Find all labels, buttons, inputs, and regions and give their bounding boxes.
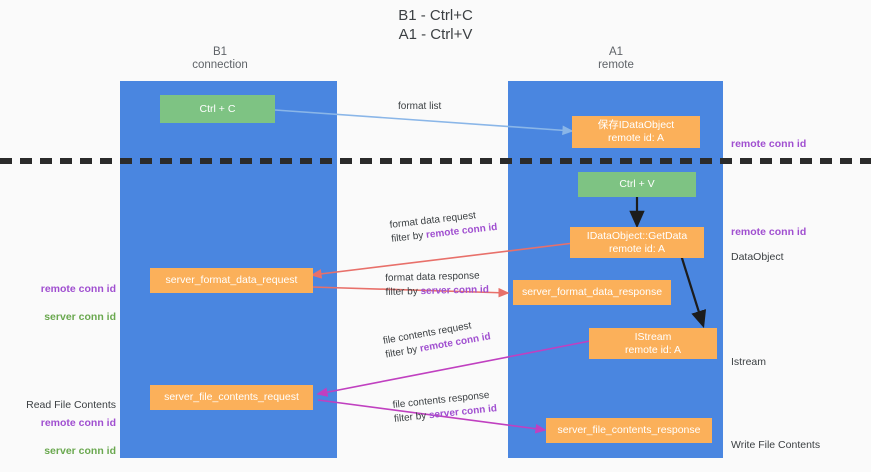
annotation-right-dataobject: DataObject: [731, 236, 784, 264]
node-ctrl-v[interactable]: Ctrl + V: [578, 172, 696, 197]
node-save-idataobject[interactable]: 保存IDataObject remote id: A: [572, 116, 700, 148]
phase-divider: [0, 158, 871, 164]
node-istream[interactable]: IStream remote id: A: [589, 328, 717, 359]
node-idataobject-getdata[interactable]: IDataObject::GetData remote id: A: [570, 227, 704, 258]
node-ctrl-c[interactable]: Ctrl + C: [160, 95, 275, 123]
edge-label-format-data-response-prefix: filter by: [385, 286, 421, 298]
annotation-left-remote-conn-id-2: remote conn id: [40, 417, 116, 429]
annotation-right-write-file-contents: Write File Contents: [731, 424, 820, 452]
annotation-left-server-conn-id: server conn id: [44, 311, 116, 323]
edge-label-file-contents-response-prefix: filter by: [393, 410, 430, 425]
annotation-left-server-conn-id-2: server conn id: [44, 445, 116, 457]
edge-file-contents-response: [317, 399, 547, 434]
node-server-format-data-request[interactable]: server_format_data_request: [150, 268, 313, 293]
node-server-format-data-response[interactable]: server_format_data_response: [513, 280, 671, 305]
edge-format-list: [274, 109, 574, 136]
annotation-right-istream: Istream: [731, 341, 766, 369]
edge-format-data-response: [311, 286, 510, 298]
annotation-right-remote-conn-id-top-text: remote conn id: [731, 138, 807, 150]
edge-label-format-list-line1: format list: [398, 101, 442, 112]
edge-file-contents-request: [316, 340, 591, 397]
annotation-right-remote-conn-id-mid-text: remote conn id: [731, 226, 807, 238]
node-server-file-contents-request[interactable]: server_file_contents_request: [150, 385, 313, 410]
annotation-right-remote-conn-id-mid: remote conn id: [731, 211, 806, 239]
annotation-left-read-file-contents: Read File Contents: [14, 384, 116, 412]
annotation-right-remote-conn-id-top: remote conn id: [731, 123, 806, 151]
lane-title-b1: B1 connection: [192, 46, 248, 71]
annotation-left-remote-conn-id: remote conn id: [40, 283, 116, 295]
edge-label-format-list: format list: [398, 100, 441, 114]
node-server-file-contents-response[interactable]: server_file_contents_response: [546, 418, 712, 443]
annotation-right-istream-text: Istream: [731, 356, 767, 368]
annotation-right-dataobject-text: DataObject: [731, 251, 784, 263]
edge-label-format-data-response-key: server conn id: [420, 284, 490, 298]
edge-getdata-istream: [679, 254, 707, 329]
annotation-right-write-file-contents-text: Write File Contents: [731, 439, 821, 451]
edge-label-format-data-response: format data response filter by server co…: [385, 269, 489, 300]
edge-format-data-request: [310, 242, 575, 279]
annotation-left-conn-ids-top: remote conn id server conn id: [24, 268, 116, 338]
annotation-left-conn-ids-bottom: remote conn id server conn id: [24, 402, 116, 472]
lane-title-a1: A1 remote: [598, 46, 634, 71]
annotation-left-read-file-contents-text: Read File Contents: [26, 399, 116, 411]
diagram-title: B1 - Ctrl+C A1 - Ctrl+V: [398, 7, 473, 43]
edge-label-format-data-request-prefix: filter by: [390, 229, 427, 245]
